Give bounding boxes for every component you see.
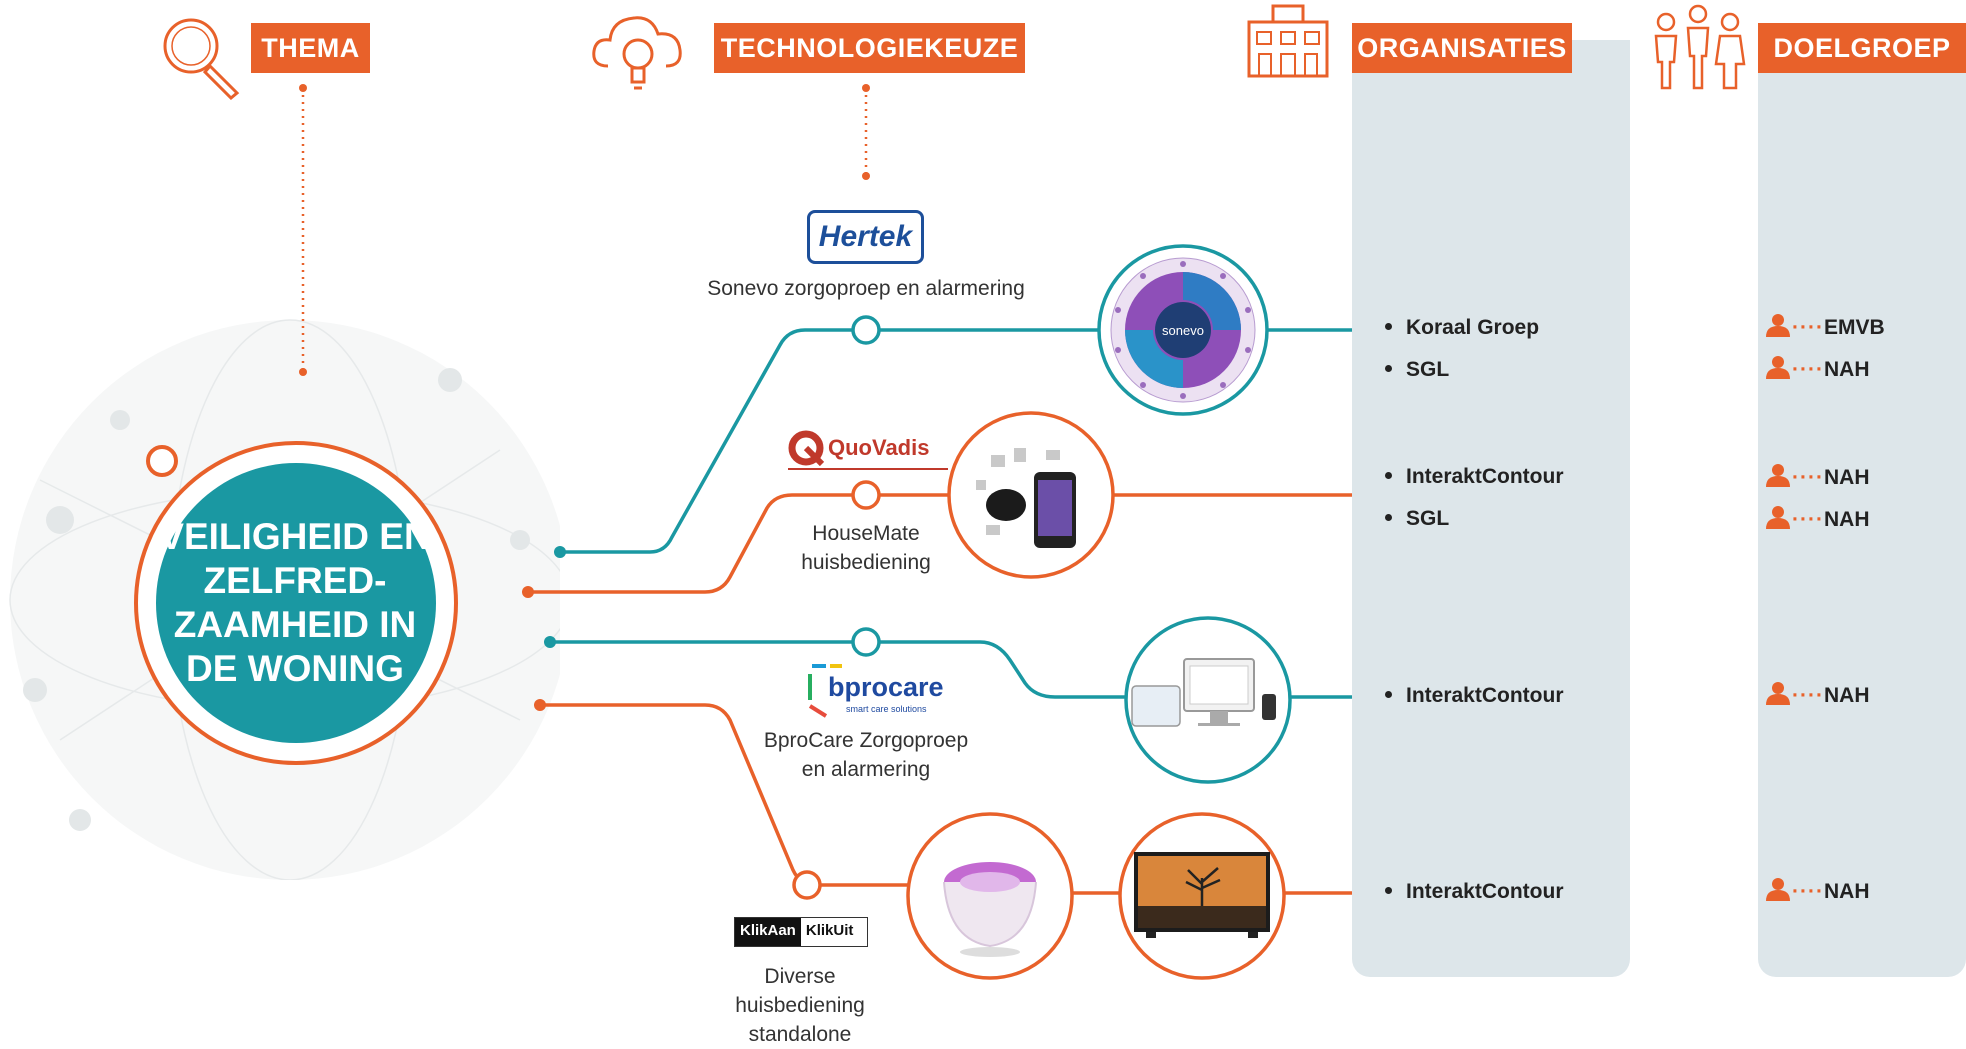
header-organisaties: ORGANISATIES [1352, 23, 1572, 73]
doelgroep-item: ····NAH [1764, 464, 1870, 490]
org-label: SGL [1406, 507, 1450, 530]
theme-title: VEILIGHEID EN ZELFRED-ZAAMHEID IN DE WON… [159, 516, 431, 689]
tech-label-sonevo: Sonevo zorgoproep en alarmering [707, 277, 1025, 300]
org-item: InteraktContour [1385, 465, 1564, 489]
org-item: SGL [1385, 358, 1449, 382]
person-icon [1766, 464, 1790, 488]
sonevo-logo-text: sonevo [1162, 323, 1204, 338]
building-icon [1247, 4, 1329, 78]
person-icon [1766, 878, 1790, 902]
hertek-logo: Hertek [807, 210, 924, 264]
doelgroep-label: NAH [1823, 358, 1870, 381]
org-item: SGL [1385, 507, 1449, 531]
hertek-logo-text: Hertek [818, 220, 913, 253]
tech-label-klikaanklikuit: Diverse huisbediening standalone [735, 965, 865, 1046]
doelgroep-item: ····NAH [1764, 682, 1870, 708]
doelgroep-item: ····EMVB [1764, 314, 1885, 340]
org-item: InteraktContour [1385, 880, 1564, 904]
tech-label-bprocare: BproCare Zorgoproep en alarmering [763, 729, 969, 781]
org-label: InteraktContour [1406, 684, 1564, 707]
bprocare-logo-subtext: smart care solutions [846, 704, 927, 714]
bprocare-logo-text: bprocare [828, 672, 944, 702]
theme-circle [134, 441, 458, 765]
lightbulb-cloud-icon [592, 16, 682, 90]
org-label: SGL [1406, 358, 1450, 381]
sonevo-image: sonevo [1097, 244, 1269, 416]
person-icon [1766, 314, 1790, 338]
doelgroep-item: ····NAH [1764, 356, 1870, 382]
tv-image [1118, 812, 1286, 980]
doelgroep-label: EMVB [1823, 316, 1885, 339]
klikuit-text: KlikUit [800, 918, 859, 946]
org-label: InteraktContour [1406, 880, 1564, 903]
magnifier-icon [163, 18, 240, 100]
klikaanklikuit-logo: KlikAan KlikUit [734, 917, 868, 947]
org-label: Koraal Groep [1406, 316, 1540, 339]
person-icon [1766, 356, 1790, 380]
header-doelgroep: DOELGROEP [1758, 23, 1966, 73]
klikaan-text: KlikAan [735, 918, 801, 946]
header-thema: THEMA [251, 23, 370, 73]
org-item: InteraktContour [1385, 684, 1564, 708]
people-group-icon [1654, 4, 1746, 90]
doelgroep-item: ····NAH [1764, 506, 1870, 532]
doelgroep-label: NAH [1823, 466, 1870, 489]
quovadis-mark-icon [788, 430, 824, 466]
bprocare-image [1124, 616, 1292, 784]
org-label: InteraktContour [1406, 465, 1564, 488]
doelgroep-label: NAH [1823, 508, 1870, 531]
doelgroep-label: NAH [1823, 684, 1870, 707]
doelgroep-column [1758, 40, 1966, 977]
housemate-image [947, 411, 1115, 579]
header-technologiekeuze: TECHNOLOGIEKEUZE [714, 23, 1025, 73]
doelgroep-label: NAH [1823, 880, 1870, 903]
bprocare-logo: bprocare smart care solutions [806, 660, 944, 720]
hue-lamp-image [906, 812, 1074, 980]
quovadis-logo: QuoVadis [788, 428, 948, 470]
quovadis-logo-text: QuoVadis [828, 435, 930, 460]
person-icon [1766, 682, 1790, 706]
tech-label-housemate: HouseMate huisbediening [801, 522, 931, 574]
doelgroep-item: ····NAH [1764, 878, 1870, 904]
org-item: Koraal Groep [1385, 316, 1539, 340]
organisaties-column [1352, 40, 1630, 977]
person-icon [1766, 506, 1790, 530]
bprocare-mark-icon [808, 664, 842, 718]
